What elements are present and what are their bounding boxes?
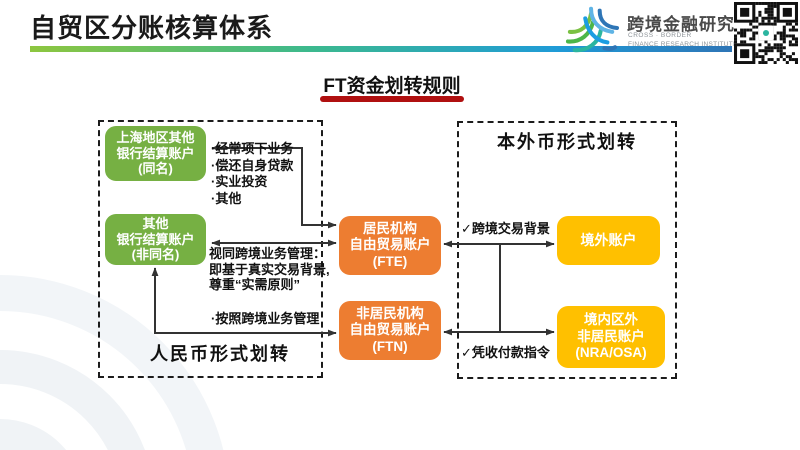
qr-code <box>734 2 798 64</box>
node-line: 银行结算账户 <box>116 145 195 161</box>
bullet-list: ·经常项下业务 ·偿还自身贷款 ·实业投资 ·其他 <box>211 141 293 207</box>
node-line: 居民机构 <box>363 220 417 236</box>
org-subtitle-1: CROSS · BORDER <box>628 32 692 39</box>
note-line: 即基于真实交易背景, <box>209 261 330 277</box>
org-subtitle-2: FINANCE RESEARCH INSTITUTION <box>628 41 746 48</box>
node-line: 自由贸易账户 <box>349 237 431 253</box>
bullet-item: ·实业投资 <box>211 174 268 189</box>
check-label-top: ✓跨境交易背景 <box>461 221 550 236</box>
bullet-item: ·偿还自身贷款 <box>211 157 294 173</box>
node-line: 银行结算账户 <box>116 231 195 247</box>
org-logo: 跨境金融研究院 CROSS · BORDER FINANCE RESEARCH … <box>563 3 752 53</box>
node-line: 境内区外 <box>584 312 638 328</box>
group-fx-transfer: 本外币形式划转 <box>457 121 677 379</box>
bullet-item: ·其他 <box>211 190 242 206</box>
bullet-item: ·经常项下业务 <box>211 141 294 156</box>
group-rmb-transfer: 人民币形式划转 <box>98 120 323 378</box>
org-logo-icon <box>565 6 620 53</box>
group-fx-label: 本外币形式划转 <box>497 132 637 152</box>
middle-note: 视同跨境业务管理： 即基于真实交易背景, 尊重“实需原则” <box>209 246 330 293</box>
group-rmb-label: 人民币形式划转 <box>150 344 290 364</box>
node-line: (NRA/OSA) <box>575 345 647 361</box>
org-name: 跨境金融研究院 <box>627 15 753 34</box>
title-underline <box>30 46 732 52</box>
bottom-bullet: ·按照跨境业务管理 <box>211 311 320 326</box>
node-line: 非居民机构 <box>356 305 424 321</box>
node-other-bank-account: 其他 银行结算账户 (非同名) <box>105 214 206 265</box>
node-line: 境外账户 <box>580 231 637 248</box>
node-ftn-account: 非居民机构 自由贸易账户 (FTN) <box>339 301 441 360</box>
node-line: 自由贸易账户 <box>349 322 431 338</box>
page-title: 自贸区分账核算体系 <box>30 13 274 43</box>
node-line: 其他 <box>142 215 169 231</box>
node-line: 非居民账户 <box>577 328 645 344</box>
check-label-bottom: ✓凭收付款指令 <box>461 345 550 360</box>
note-line: 尊重“实需原则” <box>209 277 301 292</box>
note-line: 视同跨境业务管理： <box>209 246 327 261</box>
node-line: (FTN) <box>372 338 408 354</box>
section-title: FT资金划转规则 <box>323 76 461 97</box>
node-line: (非同名) <box>131 247 180 263</box>
node-line: (FTE) <box>372 253 408 269</box>
section-underline <box>320 96 464 102</box>
node-nra-osa-account: 境内区外 非居民账户 (NRA/OSA) <box>557 306 665 368</box>
node-fte-account: 居民机构 自由贸易账户 (FTE) <box>339 216 441 275</box>
node-shanghai-other-bank-account: 上海地区其他 银行结算账户 (同名) <box>105 126 206 181</box>
node-line: 上海地区其他 <box>116 129 195 145</box>
node-overseas-account: 境外账户 <box>557 216 660 265</box>
node-line: (同名) <box>138 161 173 177</box>
